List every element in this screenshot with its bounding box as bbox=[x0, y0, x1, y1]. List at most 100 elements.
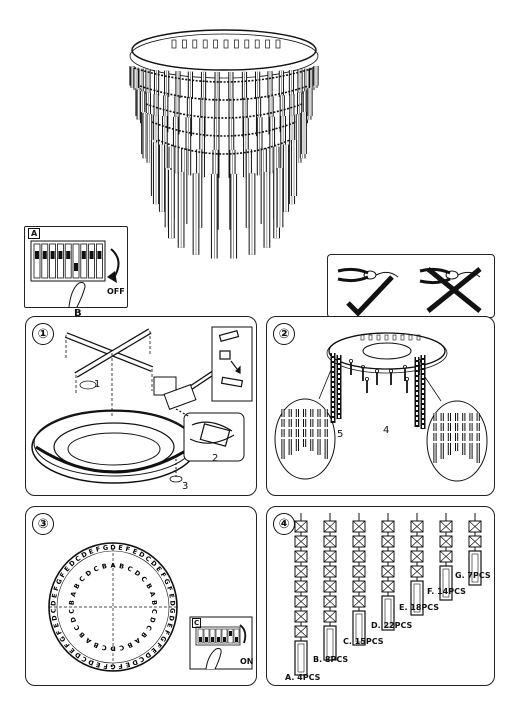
correct-wiring-icon bbox=[337, 267, 399, 317]
chandelier-illustration bbox=[108, 28, 340, 273]
svg-text:C: C bbox=[144, 624, 153, 632]
svg-text:B: B bbox=[126, 640, 134, 649]
svg-text:C: C bbox=[49, 608, 57, 613]
canopy-bracket bbox=[153, 368, 218, 410]
svg-text:D: D bbox=[84, 568, 94, 578]
svg-text:F: F bbox=[162, 629, 171, 636]
svg-text:B: B bbox=[150, 600, 158, 606]
svg-text:F: F bbox=[154, 641, 163, 650]
svg-text:B: B bbox=[118, 562, 125, 571]
crystal-cluster-right bbox=[424, 376, 488, 482]
svg-text:G: G bbox=[162, 578, 172, 586]
svg-text:D: D bbox=[110, 544, 116, 552]
svg-text:E: E bbox=[165, 622, 174, 629]
inset-tag-c: C bbox=[192, 618, 202, 628]
svg-text:D: D bbox=[133, 569, 143, 579]
svg-text:C: C bbox=[144, 554, 153, 563]
step-2-panel: ② 5 4 bbox=[266, 316, 495, 496]
step-2-label-4: 4 bbox=[383, 425, 390, 436]
svg-text:F: F bbox=[52, 585, 61, 592]
step-1-label-1: 1 bbox=[94, 379, 101, 390]
svg-text:C: C bbox=[139, 575, 148, 584]
svg-text:E: E bbox=[68, 646, 77, 655]
step-1-label-2: 2 bbox=[212, 453, 219, 464]
svg-text:F: F bbox=[63, 641, 72, 650]
strand-f-label: F. 14PCS bbox=[427, 587, 466, 596]
step-1-panel: ① bbox=[25, 316, 257, 496]
svg-text:C: C bbox=[80, 654, 88, 663]
svg-text:G: G bbox=[158, 634, 168, 643]
svg-text:D: D bbox=[149, 559, 159, 569]
breaker-tag: A bbox=[28, 228, 41, 239]
svg-text:D: D bbox=[110, 645, 116, 653]
svg-text:B: B bbox=[72, 582, 81, 590]
svg-text:B: B bbox=[92, 640, 100, 649]
strand-d-label: D. 22PCS bbox=[371, 621, 413, 630]
svg-text:D: D bbox=[143, 650, 153, 660]
svg-text:C: C bbox=[74, 554, 83, 563]
svg-text:D: D bbox=[69, 615, 78, 623]
svg-text:D: D bbox=[167, 615, 176, 622]
svg-text:E: E bbox=[154, 565, 163, 574]
strand-e-label: E. 18PCS bbox=[399, 603, 440, 612]
svg-text:F: F bbox=[58, 571, 67, 579]
svg-text:C: C bbox=[118, 643, 125, 652]
svg-text:E: E bbox=[63, 565, 72, 574]
svg-text:F: F bbox=[118, 662, 123, 670]
canopy-top-view bbox=[326, 332, 448, 393]
svg-text:G: G bbox=[102, 544, 108, 553]
strand-g-label: G. 7PCS bbox=[455, 571, 491, 580]
crystal-cluster-left bbox=[274, 364, 336, 480]
svg-text:G: G bbox=[54, 578, 64, 586]
svg-text:E: E bbox=[118, 544, 123, 552]
svg-text:F: F bbox=[125, 545, 131, 554]
svg-text:F: F bbox=[165, 585, 174, 592]
pointer-label-b: B bbox=[74, 308, 82, 319]
svg-text:E: E bbox=[131, 547, 138, 556]
step-1-number: ① bbox=[32, 323, 54, 345]
svg-text:A: A bbox=[110, 562, 115, 570]
strand-b-label: B. 8PCS bbox=[313, 655, 349, 664]
svg-text:D: D bbox=[50, 614, 59, 621]
wire-connection-inset bbox=[327, 254, 495, 318]
svg-text:E: E bbox=[149, 646, 158, 655]
svg-text:F: F bbox=[95, 545, 101, 554]
strand-a-label: A. 4PCS bbox=[285, 673, 321, 682]
svg-text:G: G bbox=[168, 608, 176, 614]
svg-text:C: C bbox=[67, 608, 75, 614]
svg-text:D: D bbox=[68, 558, 78, 568]
svg-text:D: D bbox=[80, 550, 89, 560]
step-1-label-3: 3 bbox=[182, 481, 189, 492]
step-2-number: ② bbox=[273, 323, 295, 345]
svg-text:E: E bbox=[95, 660, 101, 669]
svg-text:D: D bbox=[148, 616, 157, 624]
svg-text:D: D bbox=[168, 600, 176, 606]
svg-text:E: E bbox=[88, 547, 95, 556]
svg-text:C: C bbox=[137, 654, 145, 663]
strand-c-label: C. 15PCS bbox=[343, 637, 384, 646]
off-label: OFF bbox=[107, 287, 125, 296]
svg-text:C: C bbox=[78, 575, 87, 584]
svg-text:F: F bbox=[103, 662, 108, 670]
cross-bracket bbox=[64, 328, 154, 417]
svg-text:E: E bbox=[125, 660, 131, 669]
svg-text:B: B bbox=[78, 630, 87, 639]
svg-text:D: D bbox=[49, 600, 57, 606]
on-label: ON bbox=[240, 657, 254, 666]
step-2-label-5: 5 bbox=[337, 429, 344, 440]
step-3-number: ③ bbox=[32, 513, 54, 535]
svg-text:C: C bbox=[150, 609, 158, 615]
svg-text:D: D bbox=[137, 550, 146, 560]
breaker-panel: A OFF bbox=[24, 226, 128, 308]
svg-text:B: B bbox=[144, 582, 153, 590]
svg-text:D: D bbox=[87, 657, 96, 667]
svg-text:A: A bbox=[69, 591, 78, 598]
svg-text:A: A bbox=[84, 636, 93, 645]
svg-text:B: B bbox=[139, 630, 148, 639]
svg-text:C: C bbox=[92, 564, 100, 573]
svg-text:A: A bbox=[148, 591, 157, 598]
svg-text:C: C bbox=[126, 564, 134, 573]
svg-text:E: E bbox=[52, 622, 61, 629]
